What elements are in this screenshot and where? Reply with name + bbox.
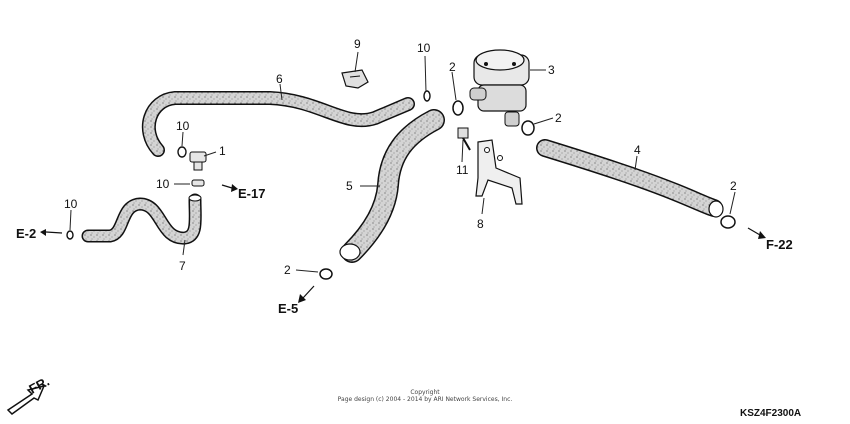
- callout-2-valve: 2: [449, 60, 456, 74]
- arrow-e2: [40, 229, 63, 236]
- diagram-code: KSZ4F2300A: [740, 408, 801, 419]
- leader-lines: [69, 51, 736, 273]
- callout-10-far-left: 10: [64, 197, 78, 211]
- joint-1[interactable]: [189, 151, 207, 171]
- callout-1: 1: [219, 144, 226, 158]
- clamp-2a[interactable]: [452, 100, 464, 116]
- copyright-line-1: Copyright: [410, 389, 440, 396]
- ref-f22[interactable]: F-22: [766, 237, 793, 252]
- ref-e17[interactable]: E-17: [238, 186, 265, 201]
- stay-8[interactable]: [475, 139, 523, 205]
- clamp-2b[interactable]: [521, 120, 535, 136]
- callout-4: 4: [634, 143, 641, 157]
- fr-arrow-icon: [6, 384, 46, 415]
- callout-8: 8: [477, 217, 484, 231]
- hose-4[interactable]: [536, 139, 724, 218]
- callout-3: 3: [548, 63, 555, 77]
- ref-e5[interactable]: E-5: [278, 301, 298, 316]
- clamp-2d[interactable]: [319, 268, 333, 280]
- hose-7[interactable]: [81, 193, 202, 245]
- arrow-e5: [298, 285, 315, 303]
- air-suction-valve[interactable]: [469, 49, 530, 127]
- holder-9[interactable]: [341, 69, 369, 89]
- clip-10d[interactable]: [423, 90, 431, 102]
- callout-10-mid: 10: [156, 177, 170, 191]
- callout-6: 6: [276, 72, 283, 86]
- hose-6[interactable]: [142, 91, 415, 157]
- callout-10-top: 10: [417, 41, 431, 55]
- arrow-e17: [221, 184, 238, 192]
- clamp-2c[interactable]: [720, 215, 736, 229]
- clip-10c[interactable]: [66, 230, 74, 240]
- copyright-line-2: Page design (c) 2004 - 2014 by ARI Netwo…: [338, 396, 513, 403]
- arrow-f22: [747, 227, 766, 239]
- hose-5[interactable]: [339, 109, 445, 263]
- clip-10b[interactable]: [191, 179, 205, 187]
- callout-2-bottom: 2: [284, 263, 291, 277]
- callout-11: 11: [456, 163, 469, 177]
- callout-2-right: 2: [555, 111, 562, 125]
- callout-10-left: 10: [176, 119, 190, 133]
- callout-2-far-right: 2: [730, 179, 737, 193]
- clip-10a[interactable]: [177, 146, 187, 158]
- bolt-11[interactable]: [457, 127, 471, 151]
- callout-9: 9: [354, 37, 361, 51]
- ref-e2[interactable]: E-2: [16, 226, 36, 241]
- callout-7: 7: [179, 259, 186, 273]
- callout-5: 5: [346, 179, 353, 193]
